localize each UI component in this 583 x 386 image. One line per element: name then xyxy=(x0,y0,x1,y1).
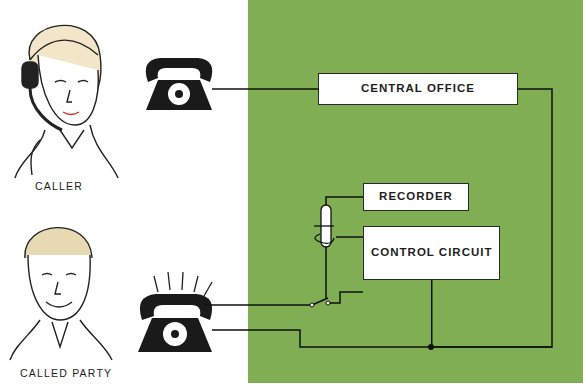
party-label: CALLER xyxy=(35,180,83,192)
wire-connector xyxy=(432,89,552,347)
phone-line xyxy=(212,88,318,90)
ring-marks xyxy=(154,272,212,296)
switch-contact xyxy=(310,303,314,307)
wiring xyxy=(205,197,552,347)
process-box: CONTROL CIRCUIT xyxy=(363,226,500,280)
called-telephone xyxy=(138,294,212,352)
called-party-figure xyxy=(10,228,112,360)
party-label: CALLED PARTY xyxy=(20,367,112,379)
switch-contact xyxy=(326,301,330,305)
box-label: RECORDER xyxy=(379,189,453,205)
box-label: CENTRAL OFFICE xyxy=(361,81,475,97)
box-label: CONTROL CIRCUIT xyxy=(371,245,492,261)
caller-figure xyxy=(15,25,118,178)
process-box: CENTRAL OFFICE xyxy=(318,73,518,105)
green-panel xyxy=(248,0,583,383)
process-box: RECORDER xyxy=(363,183,469,211)
caller-telephone xyxy=(146,58,213,110)
relay-coil xyxy=(314,205,334,247)
